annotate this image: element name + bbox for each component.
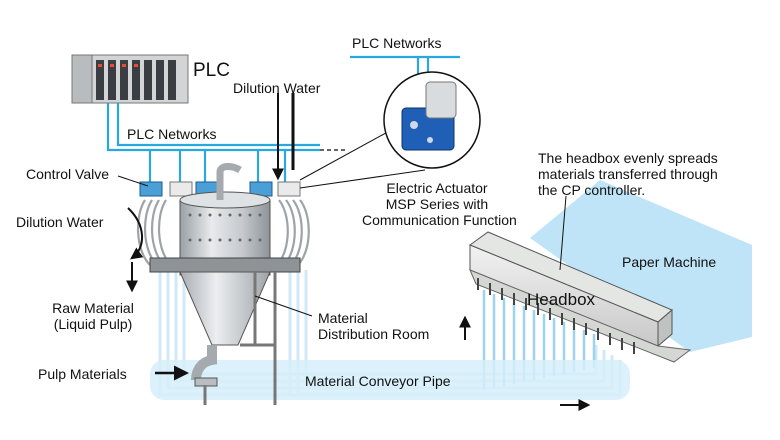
callout-line-1 [299, 127, 396, 181]
headbox-note-line-2: materials transferred through [538, 166, 718, 182]
headbox-label: Headbox [527, 290, 596, 309]
paper-machine-area [530, 180, 752, 352]
plc-networks-top-label: PLC Networks [352, 35, 442, 51]
headbox-note-label: The headbox evenly spreads materials tra… [538, 150, 718, 198]
control-valve-leader [117, 175, 149, 187]
actuator-label: Electric Actuator MSP Series with Commun… [362, 180, 517, 228]
material-conveyor-pipe-label: Material Conveyor Pipe [305, 373, 451, 389]
pulp-materials-label: Pulp Materials [38, 366, 127, 382]
raw-material-label: Raw Material (Liquid Pulp) [28, 300, 158, 332]
material-distribution-line-1: Material [318, 310, 368, 326]
raw-material-line-1: Raw Material [52, 300, 134, 316]
material-distribution-line-2: Distribution Room [318, 326, 430, 342]
dilution-water-arrow-left [127, 207, 144, 260]
dilution-water-top-label: Dilution Water [233, 80, 321, 96]
raw-material-line-2: (Liquid Pulp) [53, 316, 133, 332]
electric-actuator [401, 81, 457, 151]
pipe-bundle-bottom [150, 360, 630, 400]
distribution-room-leader [254, 295, 313, 317]
paper-machine-label: Paper Machine [622, 254, 717, 270]
actuator-line-1: Electric Actuator [386, 180, 488, 196]
plc-label: PLC [193, 60, 230, 81]
headbox-unit [468, 231, 692, 363]
actuator-line-3: Communication Function [362, 212, 517, 228]
control-valve-label: Control Valve [26, 166, 110, 182]
plc-networks-main-label: PLC Networks [127, 126, 217, 142]
headbox-note-leader [559, 195, 567, 271]
material-distribution-label: Material Distribution Room [318, 310, 429, 342]
plc-rack [71, 54, 189, 104]
callout-line-2 [299, 169, 426, 189]
actuator-line-2: MSP Series with [385, 196, 489, 212]
headbox-note-line-1: The headbox evenly spreads [538, 150, 718, 166]
plc-network-lines [106, 55, 460, 182]
dilution-water-left-label: Dilution Water [16, 214, 104, 230]
headbox-note-line-3: the CP controller. [538, 182, 646, 198]
material-distribution-tank [149, 163, 301, 405]
